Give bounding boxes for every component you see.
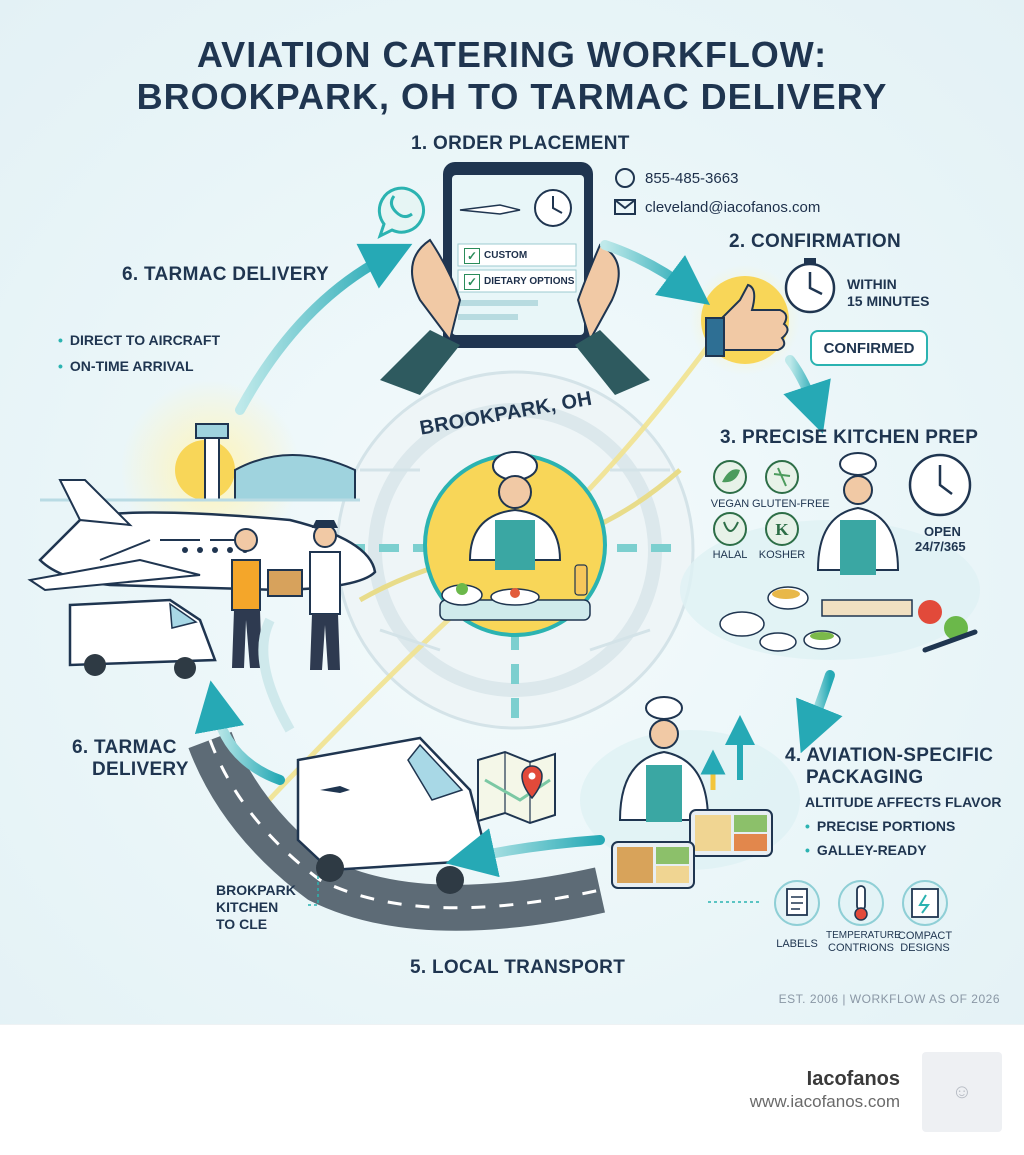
step6-bottom-label-line1: 6. TARMAC — [72, 737, 177, 758]
transport-illustration — [188, 731, 605, 931]
step5-label: 5. LOCAL TRANSPORT — [410, 957, 626, 978]
kitchen-prep-illustration — [680, 452, 980, 660]
checkbox-dietary: ✓ — [464, 274, 480, 290]
packaging-feature-icons — [708, 880, 948, 926]
step6-bullet-ontime: ON-TIME ARRIVAL — [58, 358, 194, 374]
email-address: cleveland@iacofanos.com — [645, 199, 821, 216]
route-line1: BROKPARK — [216, 882, 296, 898]
hours-line1: OPEN — [924, 524, 961, 539]
step6-bottom-label-line2: DELIVERY — [92, 759, 189, 780]
step1-label: 1. ORDER PLACEMENT — [411, 133, 630, 154]
step6-top-label: 6. TARMAC DELIVERY — [122, 264, 330, 285]
labels-feature: LABELS — [776, 938, 818, 950]
diet-vegan: VEGAN — [710, 498, 750, 510]
diet-badges: K — [713, 460, 799, 546]
map-pin-icon — [477, 750, 556, 825]
phone-number: 855-485-3663 — [645, 170, 739, 187]
step2-label: 2. CONFIRMATION — [729, 231, 901, 252]
brand-logo-icon: ☺ — [922, 1052, 1002, 1132]
svg-text:K: K — [775, 520, 789, 539]
compact-feature-line2: DESIGNS — [900, 942, 950, 954]
brand-name: Iacofanos — [806, 1068, 900, 1090]
workflow-illustration: K — [27, 162, 980, 931]
confirmation-time-line2: 15 MINUTES — [847, 293, 930, 309]
page-title-line1: AVIATION CATERING WORKFLOW: — [196, 34, 828, 75]
step4-label-line1: 4. AVIATION-SPECIFIC — [785, 745, 994, 766]
checkbox-custom: ✓ — [464, 248, 480, 264]
tarmac-delivery-illustration — [27, 380, 377, 679]
compact-feature-line1: COMPACT — [897, 930, 953, 942]
confirmation-time-line1: WITHIN — [847, 276, 897, 292]
contact-icons — [614, 168, 636, 215]
hours-line2: 24/7/365 — [915, 539, 966, 554]
packaging-illustration — [580, 696, 800, 889]
phone-chat-icon — [377, 186, 425, 239]
route-line3: TO CLE — [216, 916, 268, 932]
diet-halal: HALAL — [712, 549, 748, 561]
confirmation-illustration — [690, 258, 836, 375]
temperature-feature-line2: CONTRIONS — [828, 942, 894, 954]
brand-url[interactable]: www.iacofanos.com — [749, 1092, 900, 1111]
step4-note: ALTITUDE AFFECTS FLAVOR — [805, 794, 1002, 810]
step4-bullet-portions: PRECISE PORTIONS — [805, 818, 955, 834]
tablet-item-dietary: DIETARY OPTIONS — [484, 276, 575, 287]
page-title-line2: BROOKPARK, OH TO TARMAC DELIVERY — [136, 76, 888, 117]
step3-label: 3. PRECISE KITCHEN PREP — [720, 427, 979, 448]
temperature-feature-line1: TEMPERATURE — [826, 930, 901, 941]
infographic: K — [0, 0, 1024, 1024]
diet-gluten-free: GLUTEN-FREE — [752, 498, 830, 510]
tablet-illustration — [380, 162, 650, 395]
route-line2: KITCHEN — [216, 899, 279, 915]
confirmed-badge: CONFIRMED — [810, 330, 928, 366]
flow-arrows — [194, 240, 843, 878]
arc-decoration — [258, 617, 295, 733]
tablet-item-custom: CUSTOM — [484, 250, 528, 261]
step4-label-line2: PACKAGING — [806, 767, 924, 788]
center-chef-illustration — [423, 451, 607, 637]
step4-bullet-galley: GALLEY-READY — [805, 842, 927, 858]
diet-kosher: KOSHER — [758, 549, 806, 561]
footer — [0, 1024, 1024, 1155]
established-note: EST. 2006 | WORKFLOW AS OF 2026 — [778, 992, 1000, 1006]
step6-bullet-direct: DIRECT TO AIRCRAFT — [58, 332, 220, 348]
